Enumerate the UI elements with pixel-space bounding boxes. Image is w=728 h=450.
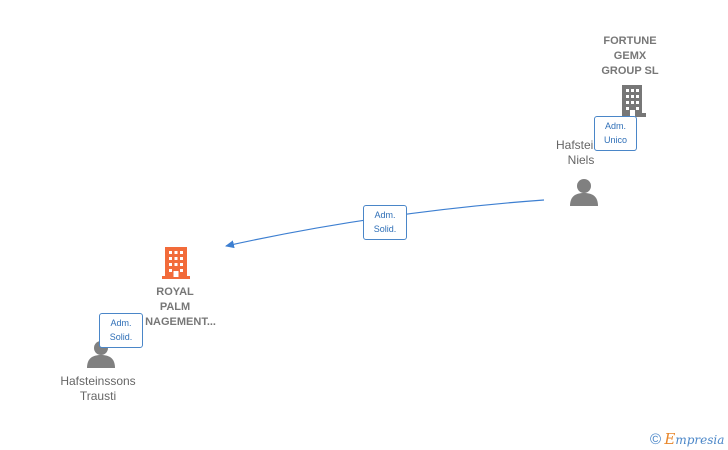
edge-label-adm-solid-trausti[interactable]: Adm. Solid. xyxy=(99,313,143,348)
edge-label-adm-solid-niels[interactable]: Adm. Solid. xyxy=(363,205,407,240)
trausti-line-2: Trausti xyxy=(79,389,117,403)
royal-line-3: NAGEMENT... xyxy=(145,316,216,328)
node-label-royal-palm[interactable]: ROYAL PALM NAGEMENT... xyxy=(134,285,216,330)
royal-line-2: PALM xyxy=(159,301,191,313)
edge-label-line-1: Adm. xyxy=(374,210,396,220)
edge-label-line-2: Solid. xyxy=(373,224,397,234)
node-label-trausti[interactable]: Hafsteinssons Trausti xyxy=(48,374,148,404)
edge-label-adm-unico[interactable]: Adm. Unico xyxy=(594,116,637,151)
node-label-niels[interactable]: Hafsteins Niels xyxy=(538,138,624,168)
empresia-logo: © Empresia xyxy=(650,430,724,448)
royal-line-1: ROYAL xyxy=(156,286,194,298)
fortune-line-1: FORTUNE xyxy=(603,35,657,47)
edge-label-line-2: Unico xyxy=(603,135,627,145)
niels-line-2: Niels xyxy=(567,153,595,167)
building-icon-highlighted[interactable] xyxy=(161,246,191,280)
person-icon[interactable] xyxy=(569,178,599,206)
node-label-fortune-gemx[interactable]: FORTUNE GEMX GROUP SL xyxy=(590,34,670,79)
copyright-icon: © xyxy=(650,431,662,448)
building-icon[interactable] xyxy=(619,84,647,118)
brand-e: E xyxy=(664,430,676,448)
edge-label-line-1: Adm. xyxy=(604,121,626,131)
niels-line-1: Hafsteins xyxy=(555,138,607,152)
fortune-line-3: GROUP SL xyxy=(601,65,659,77)
edge-label-line-1: Adm. xyxy=(110,318,132,328)
edge-label-line-2: Solid. xyxy=(109,332,133,342)
brand-rest: mpresia xyxy=(675,433,725,447)
fortune-line-2: GEMX xyxy=(613,50,647,62)
trausti-line-1: Hafsteinssons xyxy=(60,374,136,388)
